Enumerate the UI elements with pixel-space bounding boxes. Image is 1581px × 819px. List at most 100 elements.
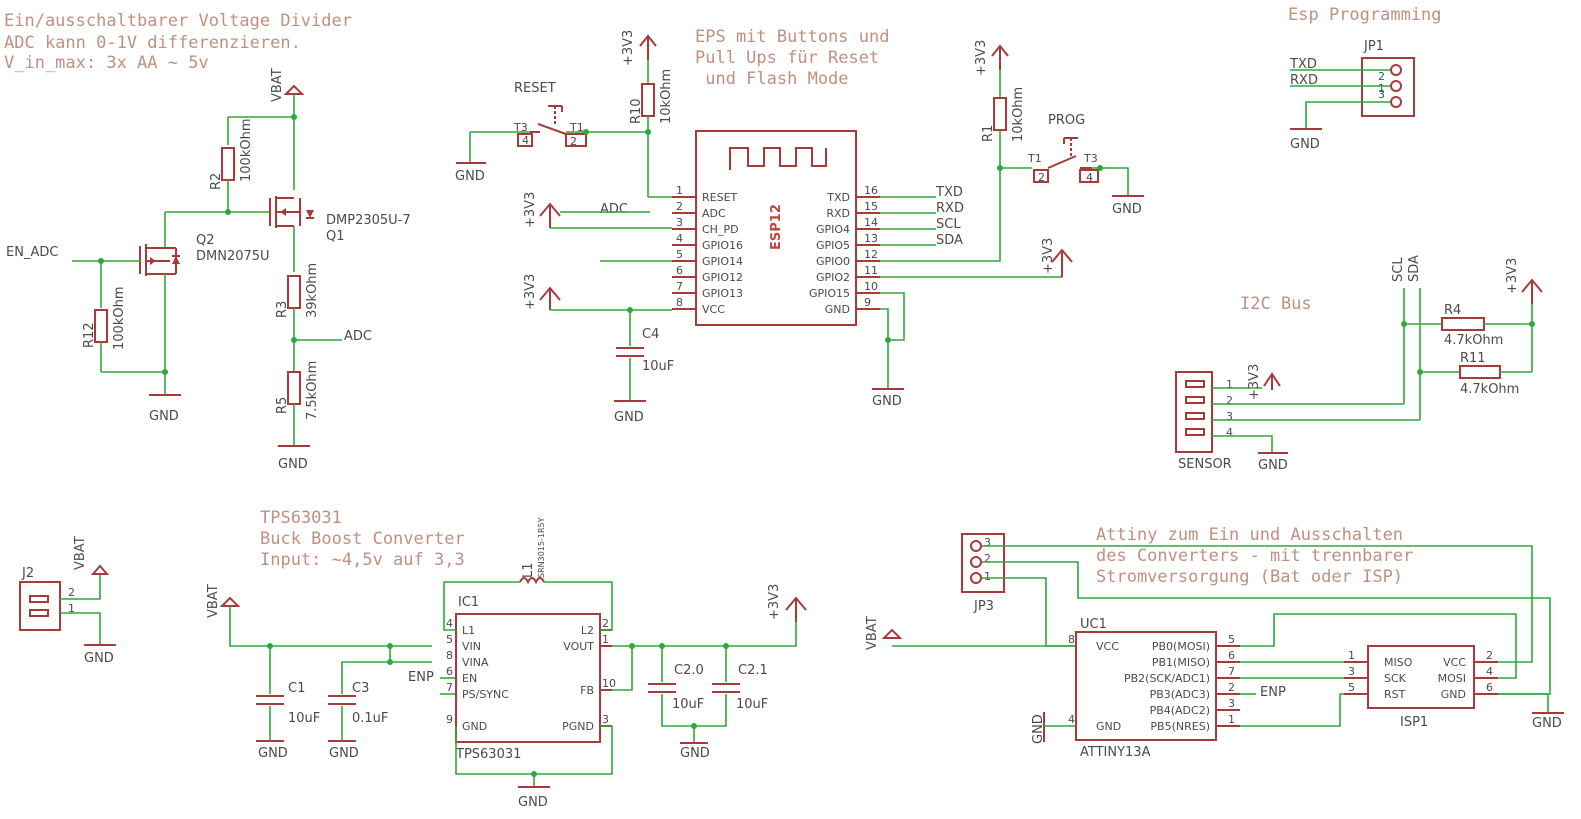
jp3-pin-3: 3 bbox=[984, 536, 991, 549]
isp1-right-pin-name: MOSI bbox=[1438, 672, 1466, 685]
prog-t1: T1 bbox=[1027, 152, 1042, 165]
wire bbox=[341, 661, 390, 694]
esp12-right-pin-name: GPIO5 bbox=[816, 239, 850, 252]
esp-programming-section: JP1 1 2 3 TXD RXD GND bbox=[1289, 39, 1415, 152]
uc1-right-pin-name: PB5(NRES) bbox=[1150, 720, 1210, 733]
esp12-right-pin-name: GND bbox=[825, 303, 850, 316]
ic1-left-pin-name: PS/SYNC bbox=[462, 688, 509, 701]
esp12-pins: 1RESET2ADC3CH_PD4GPIO165GPIO146GPIO127GP… bbox=[672, 184, 880, 316]
sensor-v33-label: +3V3 bbox=[1247, 364, 1262, 400]
wire bbox=[1212, 435, 1273, 452]
uc1-right-pin-number: 6 bbox=[1228, 649, 1235, 662]
c2-0-name: C2.0 bbox=[674, 663, 704, 678]
junction-dot bbox=[291, 337, 297, 343]
v33-arrow-icon bbox=[639, 34, 657, 60]
esp12-right-pin-name: RXD bbox=[826, 207, 850, 220]
wire bbox=[60, 612, 101, 644]
ic1-left-pin-name: VIN bbox=[462, 640, 481, 653]
prog-pin-2: 2 bbox=[1038, 171, 1045, 184]
vbat-flag-icon bbox=[881, 628, 903, 639]
reset-t3: T3 bbox=[513, 121, 528, 134]
gnd-label: GND bbox=[1258, 458, 1288, 473]
divider-note: Ein/ausschaltbarer Voltage Divider ADC k… bbox=[4, 11, 352, 73]
jp1-name: JP1 bbox=[1363, 39, 1384, 54]
vbat-flag-icon bbox=[90, 564, 110, 575]
ic1-pins: 4L15VIN8VINA6EN7PS/SYNC9GND2L21VOUT10FB3… bbox=[446, 617, 616, 733]
r4-name: R4 bbox=[1444, 303, 1461, 318]
sensor-name: SENSOR bbox=[1178, 457, 1232, 472]
uc1-right-pin-name: PB2(SCK/ADC1) bbox=[1124, 672, 1210, 685]
jp3-pin-2: 2 bbox=[984, 552, 991, 565]
esp12-right-pin-number: 11 bbox=[864, 264, 878, 277]
gnd-label: GND bbox=[1532, 716, 1562, 731]
esp12-right-pin-number: 9 bbox=[864, 296, 871, 309]
uc1-right-pin-name: PB4(ADC2) bbox=[1150, 704, 1210, 717]
ic1-right-pin-name: L2 bbox=[581, 624, 594, 637]
esp12-right-pin-name: TXD bbox=[826, 191, 850, 204]
vbat-flag-icon bbox=[219, 596, 241, 607]
divider-note-line-1: Ein/ausschaltbarer Voltage Divider bbox=[4, 11, 352, 31]
wire bbox=[982, 577, 1076, 647]
eps-note-line-3: und Flash Mode bbox=[695, 69, 849, 89]
tps-v33-label: +3V3 bbox=[767, 584, 782, 620]
uc1-chip bbox=[1075, 631, 1217, 741]
junction-dot bbox=[629, 643, 635, 649]
wire bbox=[612, 612, 797, 647]
wire bbox=[1305, 101, 1390, 128]
ic1-left-pin-number: 5 bbox=[446, 633, 453, 646]
isp1-right-pin-name: GND bbox=[1441, 688, 1466, 701]
sensor-pin-4: 4 bbox=[1226, 426, 1233, 439]
junction-dot bbox=[531, 771, 537, 777]
junction-dot bbox=[225, 209, 231, 215]
esp12-left-pin-name: GPIO13 bbox=[702, 287, 743, 300]
reset-switch-icon bbox=[517, 105, 587, 147]
wire bbox=[1498, 693, 1549, 712]
r3-name: R3 bbox=[275, 301, 290, 318]
jp3-pin-icon bbox=[970, 540, 982, 552]
r11-name: R11 bbox=[1460, 351, 1486, 366]
r5-name: R5 bbox=[275, 397, 290, 414]
q1-value: DMP2305U-7 bbox=[326, 213, 411, 228]
q2-value: DMN2075U bbox=[196, 249, 270, 264]
c2-1-value: 10uF bbox=[736, 697, 768, 712]
r3-value: 39kOhm bbox=[305, 263, 320, 318]
v33-arrow-icon bbox=[991, 44, 1009, 70]
gnd-label: GND bbox=[258, 746, 288, 761]
jp1-pin-icon bbox=[1390, 64, 1402, 76]
esp12-left-pin-name: ADC bbox=[702, 207, 726, 220]
c1-name: C1 bbox=[288, 681, 305, 696]
junction-dot bbox=[885, 337, 891, 343]
esp12-right-pin-number: 14 bbox=[864, 216, 878, 229]
gnd-label: GND bbox=[680, 746, 710, 761]
ic1-left-pin-number: 6 bbox=[446, 665, 453, 678]
wire bbox=[880, 169, 1001, 262]
attiny-note-line-2: des Converters - mit trennbarer bbox=[1096, 546, 1413, 566]
junction-dot bbox=[291, 114, 297, 120]
gnd-label: GND bbox=[329, 746, 359, 761]
eps-note-line-1: EPS mit Buttons und bbox=[695, 27, 889, 47]
tps-vbat-label: VBAT bbox=[206, 584, 221, 618]
gpio2-v33-label: +3V3 bbox=[1041, 238, 1056, 274]
l1-inductor-icon bbox=[519, 577, 545, 585]
isp1-left-pin-name: SCK bbox=[1384, 672, 1407, 685]
c3-name: C3 bbox=[352, 681, 369, 696]
ic1-right-pin-number: 3 bbox=[602, 713, 609, 726]
attiny-note-line-1: Attiny zum Ein und Ausschalten bbox=[1096, 525, 1403, 545]
ic1-left-pin-name: L1 bbox=[462, 624, 475, 637]
isp1-name: ISP1 bbox=[1400, 715, 1428, 730]
v33-arrow-icon bbox=[539, 286, 561, 310]
isp1-left-pin-name: MISO bbox=[1384, 656, 1413, 669]
l1-value: SRN3015-1R5Y bbox=[537, 517, 546, 578]
uc1-right-pin-number: 2 bbox=[1228, 681, 1235, 694]
r10-value: 10kOhm bbox=[659, 69, 674, 124]
isp1-left-pin-number: 1 bbox=[1348, 649, 1355, 662]
ic1-right-pin-number: 2 bbox=[602, 617, 609, 630]
esp12-left-pin-number: 4 bbox=[676, 232, 683, 245]
esp12-left-pin-number: 6 bbox=[676, 264, 683, 277]
attiny-section: 3 2 1 JP3 VBAT GND UC1 ATTINY13A 8VCC4GN… bbox=[865, 533, 1564, 760]
r4-resistor bbox=[1441, 317, 1485, 331]
ic1-right-pin-name: VOUT bbox=[563, 640, 594, 653]
esp12-right-pin-number: 16 bbox=[864, 184, 878, 197]
gnd-label: GND bbox=[149, 409, 179, 424]
uc1-left-pin-number: 4 bbox=[1068, 713, 1075, 726]
